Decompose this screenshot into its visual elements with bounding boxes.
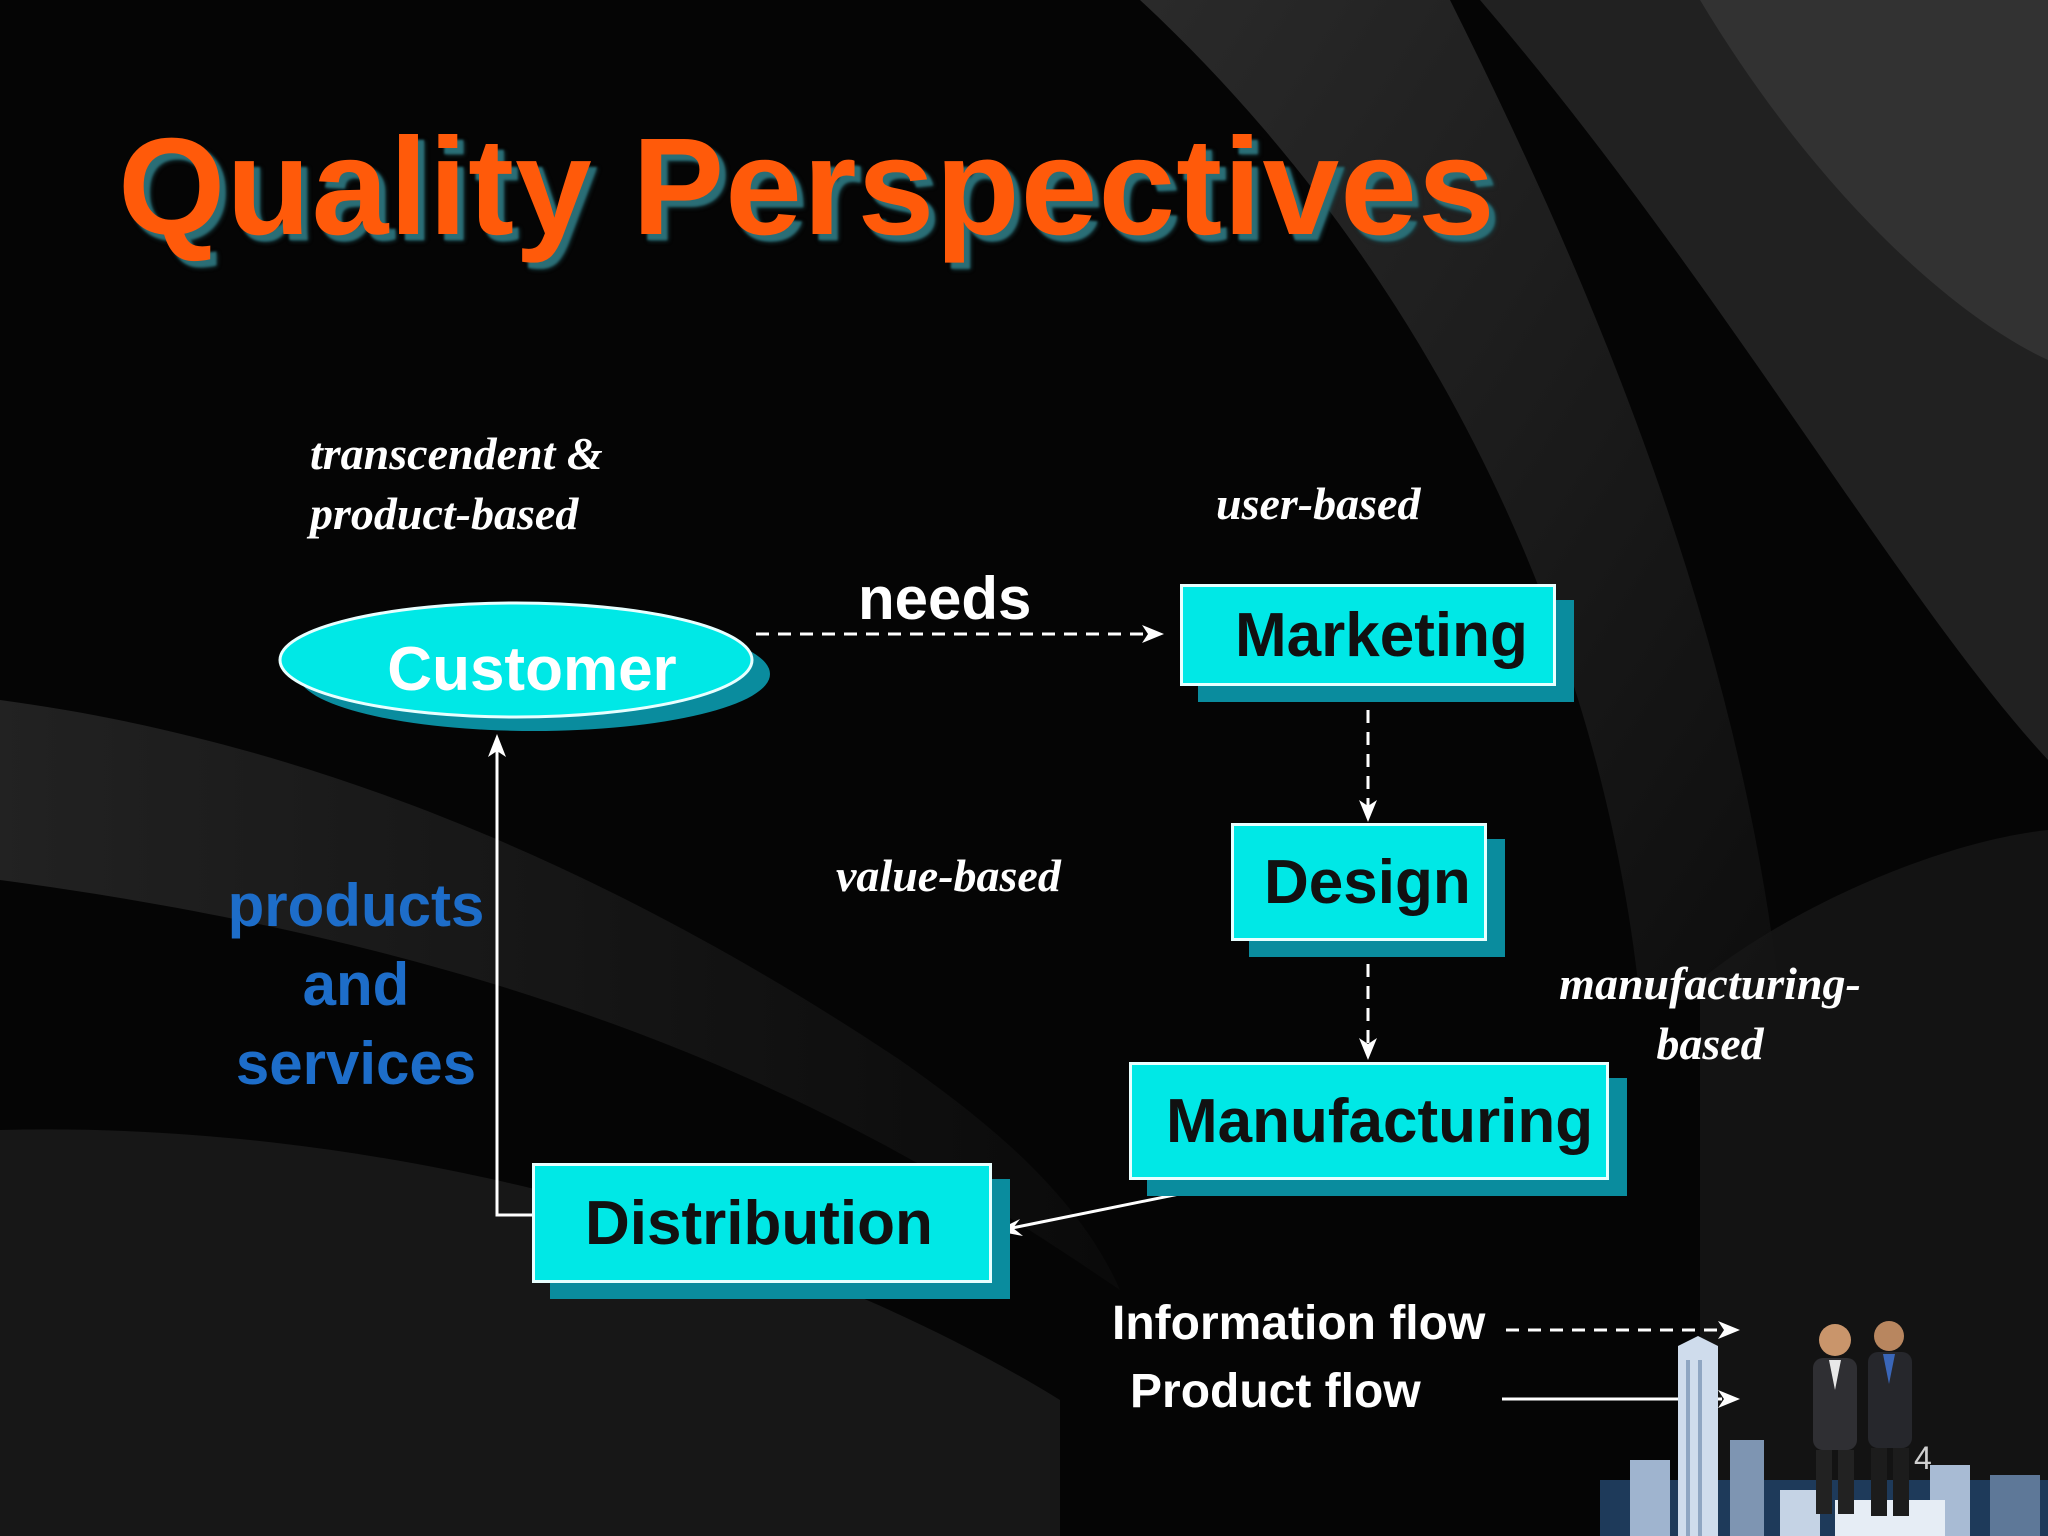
customer-label: Customer — [387, 635, 676, 704]
information-flow-legend-arrowhead — [1718, 1321, 1740, 1339]
services-line: services — [235, 1030, 477, 1097]
product-flow-legend-label: Product flow — [1130, 1365, 1421, 1418]
design-label: Design — [1264, 847, 1471, 917]
distribution-node: Distribution — [532, 1163, 992, 1283]
manufacturing-distribution-arrowhead — [996, 1219, 1023, 1236]
distribution-customer-arrowhead — [488, 734, 506, 757]
manufacturing-based-label: manufacturing- based — [1540, 954, 1880, 1074]
manufacturing-node: Manufacturing — [1129, 1062, 1609, 1180]
product-flow-legend-arrowhead — [1718, 1390, 1740, 1408]
distribution-label: Distribution — [585, 1188, 933, 1258]
transcendent-line-1: transcendent & — [310, 428, 603, 479]
products-line: products — [227, 872, 485, 939]
design-node: Design — [1231, 823, 1487, 941]
manufacturing-distribution-arrow — [1011, 1178, 1249, 1230]
marketing-node: Marketing — [1180, 584, 1556, 686]
distribution-customer-arrow — [495, 748, 532, 1217]
user-based-label: user-based — [1216, 478, 1421, 529]
needs-arrowhead — [1142, 625, 1164, 643]
manufacturing-label: Manufacturing — [1166, 1086, 1594, 1156]
manufacturing-based-line-1: manufacturing- — [1559, 958, 1861, 1009]
value-based-label: value-based — [836, 850, 1061, 901]
manufacturing-based-line-2: based — [1656, 1018, 1764, 1069]
design-manufacturing-arrowhead — [1359, 1038, 1377, 1060]
marketing-design-arrowhead — [1359, 800, 1377, 822]
transcendent-line-2: product-based — [310, 488, 579, 539]
marketing-label: Marketing — [1235, 600, 1528, 670]
and-line: and — [302, 951, 410, 1018]
products-and-services-label: products and services — [222, 866, 490, 1103]
needs-label: needs — [858, 565, 1032, 632]
information-flow-legend-label: Information flow — [1112, 1297, 1486, 1350]
slide-number: 4 — [1914, 1440, 1932, 1476]
slide-title: Quality Perspectives — [118, 110, 1496, 264]
transcendent-label: transcendent & product-based — [310, 424, 603, 544]
businessmen-skyline-illustration — [1600, 1321, 2048, 1536]
customer-node — [278, 601, 754, 719]
